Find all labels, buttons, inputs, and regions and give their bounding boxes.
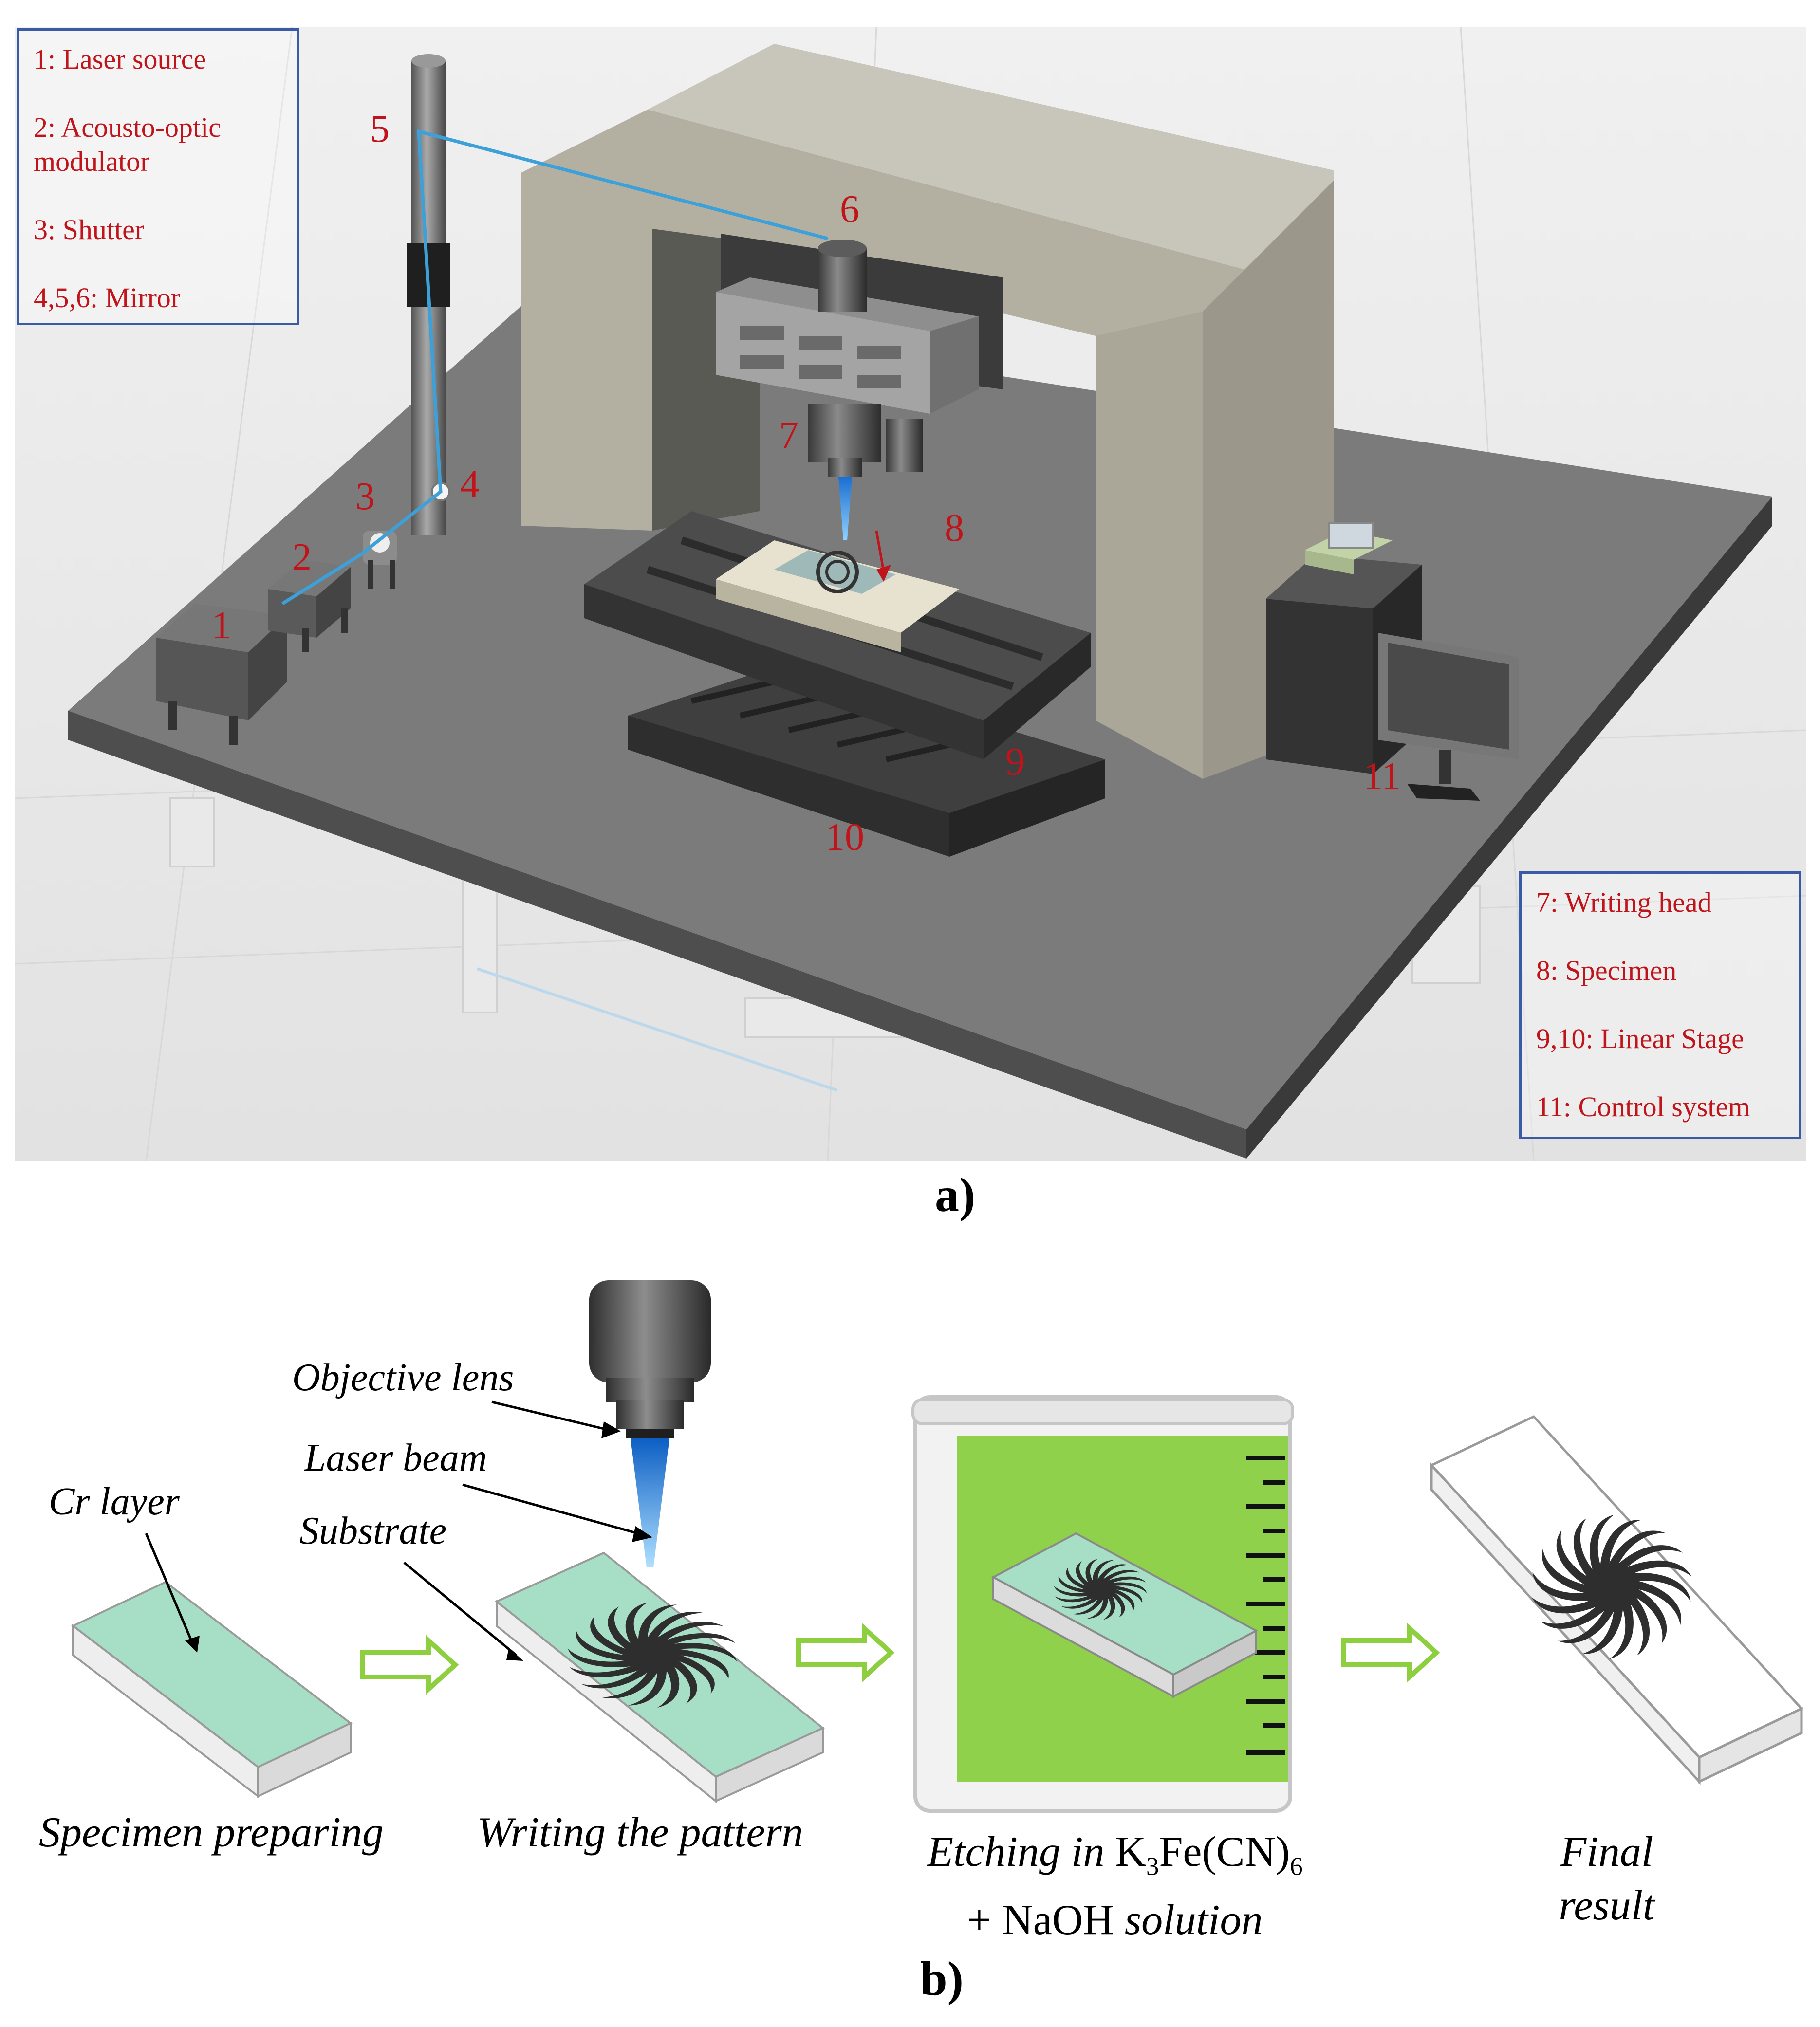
control-system xyxy=(1266,522,1519,801)
step-3-naoh: + NaOH xyxy=(967,1896,1114,1944)
flow-arrow-3 xyxy=(1341,1622,1440,1683)
step-caption-4: Final result xyxy=(1519,1825,1694,1933)
laser-beam xyxy=(631,1438,669,1567)
acousto-optic-modulator-box xyxy=(268,560,351,652)
callout-objective-lens: Objective lens xyxy=(292,1356,514,1399)
laser-beam-path xyxy=(281,129,828,605)
spiral-pattern-2 xyxy=(568,1602,737,1708)
step-3-solution: solution xyxy=(1124,1896,1263,1944)
label-9: 9 xyxy=(1005,740,1025,783)
spiral-pattern-3 xyxy=(1051,1557,1150,1622)
writing-beam xyxy=(838,477,852,540)
step2-pointers xyxy=(403,1400,638,1656)
legend-item-control-system: 11: Control system xyxy=(1536,1091,1750,1123)
panel-label-b: b) xyxy=(920,1952,964,2006)
label-5: 5 xyxy=(370,108,390,150)
legend-item-aom: 2: Acousto-optic modulator xyxy=(34,111,222,177)
label-7: 7 xyxy=(779,414,799,457)
step-4-line1: Final xyxy=(1560,1828,1653,1876)
label-8: 8 xyxy=(945,507,964,550)
spiral-pattern-4 xyxy=(1507,1493,1716,1680)
step-1-text: Specimen preparing xyxy=(39,1809,384,1856)
callout-cr-layer: Cr layer xyxy=(49,1480,180,1523)
step-4-line2: result xyxy=(1559,1882,1655,1929)
optical-table-side-right xyxy=(1246,497,1772,1159)
step-caption-1: Specimen preparing xyxy=(39,1806,384,1860)
writing-head xyxy=(716,240,979,540)
legend-item-writing-head: 7: Writing head xyxy=(1536,886,1712,918)
legend-item-laser-source: 1: Laser source xyxy=(34,43,206,75)
label-4: 4 xyxy=(460,463,480,506)
legend-left: 1: Laser source 2: Acousto-optic modulat… xyxy=(17,28,299,325)
label-6: 6 xyxy=(840,188,859,231)
callout-laser-beam: Laser beam xyxy=(304,1437,487,1479)
label-1: 1 xyxy=(212,604,231,647)
legend-item-shutter: 3: Shutter xyxy=(34,214,145,245)
step-3-etching: Etching in xyxy=(927,1828,1105,1876)
legend-item-mirror: 4,5,6: Mirror xyxy=(34,282,181,313)
legend-right: 7: Writing head 8: Specimen 9,10: Linear… xyxy=(1519,871,1801,1139)
optical-table-side-front xyxy=(68,711,1246,1159)
flow-arrow-2 xyxy=(796,1622,895,1683)
legend-item-linear-stage: 9,10: Linear Stage xyxy=(1536,1023,1744,1054)
panel-a-illustration xyxy=(14,26,1807,1161)
beaker-scale xyxy=(1246,1456,1285,1755)
label-10: 10 xyxy=(825,816,864,859)
panel-label-a: a) xyxy=(935,1168,976,1222)
step-caption-2: Writing the pattern xyxy=(477,1806,803,1860)
callout-substrate: Substrate xyxy=(299,1510,447,1552)
label-2: 2 xyxy=(292,536,312,579)
laser-source-box xyxy=(156,604,287,745)
step-caption-3: Etching in K3Fe(CN)6 + NaOH solution xyxy=(896,1825,1334,1947)
specimen-holder xyxy=(716,530,959,652)
step-3-chemical: K3Fe(CN)6 xyxy=(1115,1828,1303,1881)
flow-arrow-1 xyxy=(360,1635,459,1695)
specimen-plate-1 xyxy=(71,1581,353,1799)
cr-layer-pointer xyxy=(145,1533,194,1643)
legend-item-specimen: 8: Specimen xyxy=(1536,955,1677,986)
label-11: 11 xyxy=(1363,755,1401,798)
objective-lens xyxy=(589,1280,711,1567)
label-3: 3 xyxy=(355,475,375,518)
table-support-ghost xyxy=(169,797,1481,1038)
step-2-text: Writing the pattern xyxy=(477,1809,803,1856)
